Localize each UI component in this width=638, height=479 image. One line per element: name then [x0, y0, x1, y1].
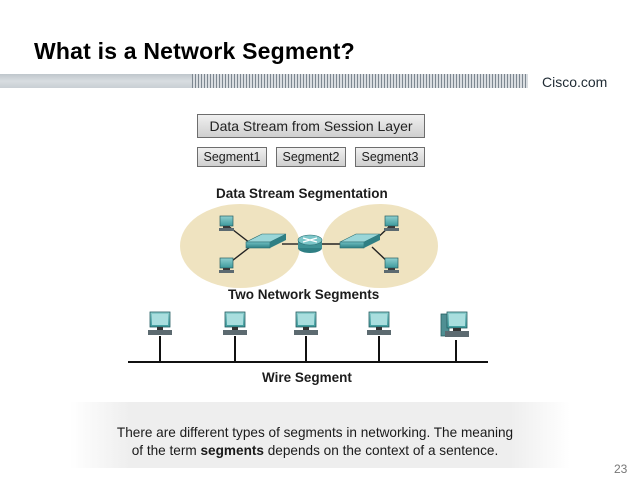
page-number: 23	[614, 462, 628, 476]
segment-box-1: Segment1	[197, 147, 267, 167]
caption-bold-term: segments	[200, 443, 264, 458]
pc-small-1-icon	[219, 215, 234, 231]
pc-bus-2-icon	[223, 311, 247, 335]
network-segments-label: Two Network Segments	[228, 287, 380, 302]
pc-small-3-icon	[384, 215, 399, 231]
segment-box-3: Segment3	[355, 147, 425, 167]
switch-right-icon	[339, 233, 381, 249]
router-icon	[297, 234, 323, 253]
session-layer-box: Data Stream from Session Layer	[197, 114, 425, 138]
title-rule-stripes	[192, 74, 528, 88]
pc-small-2-icon	[219, 257, 234, 273]
segment-ellipse-left	[180, 204, 300, 288]
segment-box-2: Segment2	[276, 147, 346, 167]
caption-background	[70, 402, 570, 468]
wire-drops	[159, 336, 457, 362]
caption-line-2b: depends on the context of a sentence.	[263, 443, 499, 458]
caption-text: There are different types of segments in…	[100, 424, 530, 460]
segmentation-label: Data Stream Segmentation	[216, 186, 388, 201]
title-rule	[0, 74, 192, 88]
switch-left-icon	[245, 233, 287, 249]
pc-bus-3-icon	[294, 311, 318, 335]
segment-ellipse-right	[322, 204, 438, 288]
pc-bus-4-icon	[367, 311, 391, 335]
server-icon	[440, 311, 469, 337]
pc-bus-1-icon	[148, 311, 172, 335]
caption-line-1: There are different types of segments in…	[116, 425, 514, 440]
wire-segment-label: Wire Segment	[262, 370, 352, 385]
brand-label: Cisco.com	[542, 74, 608, 90]
slide-title: What is a Network Segment?	[34, 38, 355, 64]
caption-line-2a: of the term	[131, 443, 201, 458]
pc-small-4-icon	[384, 257, 399, 273]
